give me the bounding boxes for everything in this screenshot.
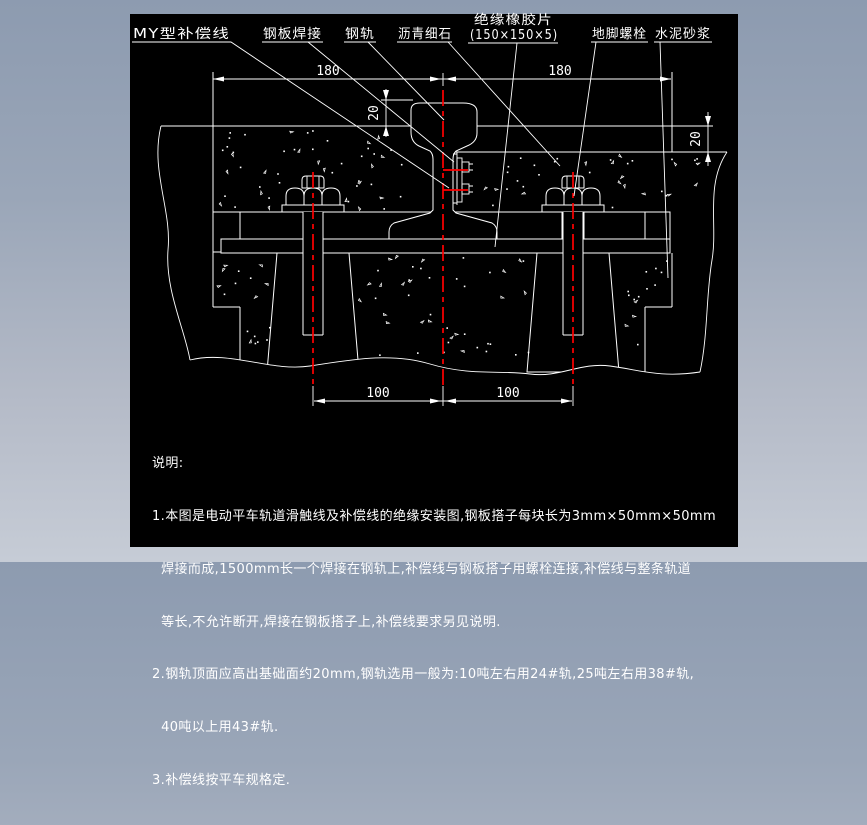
notes-line-2: 焊接而成,1500mm长一个焊接在钢轨上,补偿线与钢板搭子用螺栓连接,补偿线与整… (152, 561, 692, 577)
foundation-outlines (161, 72, 727, 372)
notes-line-4: 2.钢轨顶面应高出基础面约20mm,钢轨选用一般为:10吨左右用24#轨,25吨… (152, 667, 695, 683)
label-steel-rail: 钢轨 (345, 27, 375, 42)
installation-detail-drawing: 180 180 20 20 100 100 (132, 12, 728, 406)
welded-plate-tab (453, 152, 473, 205)
label-insulating-rubber: 绝缘橡胶片 (474, 12, 553, 28)
dimension-20-left: 20 (367, 89, 391, 137)
compensation-wire (443, 169, 468, 191)
notes-line-1: 1.本图是电动平车轨道滑触线及补偿线的绝缘安装图,钢板搭子每块长为3mm×50m… (152, 508, 717, 524)
notes-block: 说明: 1.本图是电动平车轨道滑触线及补偿线的绝缘安装图,钢板搭子每块长为3mm… (152, 420, 730, 825)
concrete-stipple-texture (216, 130, 701, 356)
dimension-bottom: 100 100 (312, 386, 574, 406)
dimension-top: 180 180 (213, 64, 671, 101)
dimension-20-right: 20 (689, 112, 713, 166)
notes-line-3: 等长,不允许断开,焊接在钢板搭子上,补偿线要求另见说明. (152, 614, 501, 630)
centerlines (312, 90, 574, 388)
break-mask (190, 357, 700, 394)
label-asphalt-fine-stone: 沥青细石 (398, 27, 452, 42)
label-insulating-rubber-size: (150×150×5) (470, 28, 558, 43)
break-lines (157, 125, 728, 376)
part-labels: MY型补偿线 钢板焊接 钢轨 沥青细石 绝缘橡胶片 (150×150×5) 地脚… (133, 12, 711, 43)
label-anchor-bolt: 地脚螺栓 (592, 26, 647, 42)
label-steel-plate-weld: 钢板焊接 (263, 26, 322, 42)
rail-cross-section (388, 102, 498, 240)
notes-line-6: 3.补偿线按平车规格定. (152, 772, 291, 788)
label-my-compensation-wire: MY型补偿线 (133, 27, 230, 42)
insulating-rubber-layer (220, 238, 671, 254)
dim-100-left: 100 (366, 386, 389, 401)
cad-viewport: 180 180 20 20 100 100 (130, 12, 738, 547)
dim-180-left: 180 (316, 64, 339, 79)
label-cement-mortar: 水泥砂浆 (655, 27, 711, 42)
dim-100-right: 100 (496, 386, 519, 401)
notes-line-5: 40吨以上用43#轨. (152, 720, 279, 736)
dim-20-step: 20 (689, 131, 704, 147)
dim-180-right: 180 (548, 64, 571, 79)
notes-title: 说明: (152, 456, 184, 472)
leader-lines (132, 41, 712, 279)
dim-20-rail: 20 (367, 105, 382, 121)
